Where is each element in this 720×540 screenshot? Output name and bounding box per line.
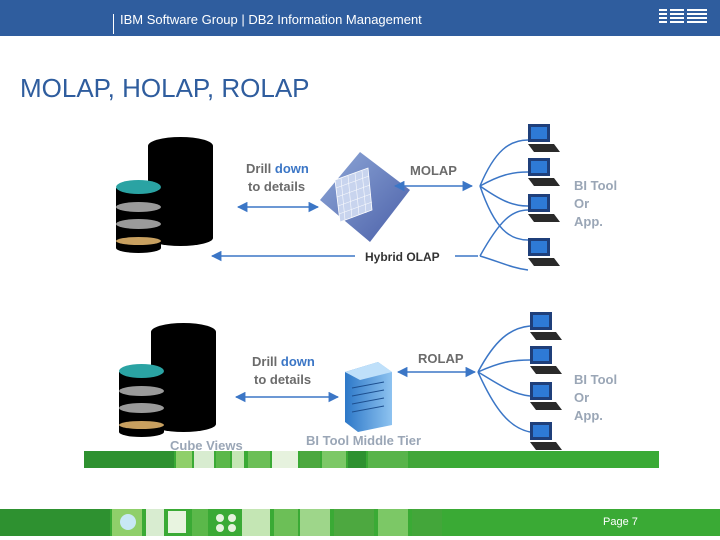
- top-to-details-label: to details: [248, 179, 306, 194]
- computer-icon: [528, 238, 560, 266]
- bottom-arrows: [234, 325, 531, 433]
- page-number: Page 7: [603, 516, 638, 528]
- header-group-text: IBM Software Group | DB2 Information Man…: [120, 12, 422, 27]
- ibm-logo-icon: [657, 6, 709, 28]
- cube-views-label: Cube Views: [170, 438, 243, 453]
- bottom-drill-emph: down: [280, 354, 315, 369]
- computer-icon: [530, 382, 562, 410]
- top-drill-down-label: Drill down: [246, 161, 309, 176]
- bottom-database-stack: [119, 323, 216, 437]
- top-bi-tool-text: BI Tool: [574, 178, 618, 193]
- top-drill-emph: down: [274, 161, 309, 176]
- hybrid-olap-label: Hybrid OLAP: [365, 250, 440, 264]
- computer-icon: [528, 158, 560, 186]
- mosaic-band: [84, 451, 659, 468]
- computer-icon: [530, 312, 562, 340]
- bottom-bi-tool-label: BI Tool Or App.: [574, 371, 617, 425]
- molap-cube-icon: [320, 152, 410, 242]
- computer-icon: [530, 422, 562, 450]
- top-bi-tool-label: BI Tool Or App.: [574, 177, 617, 231]
- bottom-app-text: App.: [574, 408, 603, 423]
- header-separator: [113, 14, 114, 34]
- bottom-drill-word: Drill: [252, 354, 278, 369]
- middle-tier-server-icon: [345, 362, 392, 432]
- footer-band: [0, 509, 720, 536]
- computer-icon: [528, 124, 560, 152]
- top-arrows: [210, 139, 529, 271]
- middle-tier-label: BI Tool Middle Tier: [306, 433, 422, 448]
- bottom-drill-down-label: Drill down: [252, 354, 315, 369]
- molap-label: MOLAP: [410, 163, 457, 178]
- top-database-stack: [116, 137, 213, 253]
- top-or-text: Or: [574, 196, 590, 211]
- computer-icon: [530, 346, 562, 374]
- bottom-client-computers: [530, 312, 562, 450]
- bottom-or-text: Or: [574, 390, 590, 405]
- header-bar: IBM Software Group | DB2 Information Man…: [0, 0, 720, 36]
- computer-icon: [528, 194, 560, 222]
- rolap-label: ROLAP: [418, 351, 464, 366]
- bottom-bi-tool-text: BI Tool: [574, 372, 618, 387]
- top-client-computers: [528, 124, 560, 266]
- bottom-to-details-label: to details: [254, 372, 312, 387]
- top-drill-word: Drill: [246, 161, 272, 176]
- page-title: MOLAP, HOLAP, ROLAP: [20, 73, 310, 103]
- top-app-text: App.: [574, 214, 603, 229]
